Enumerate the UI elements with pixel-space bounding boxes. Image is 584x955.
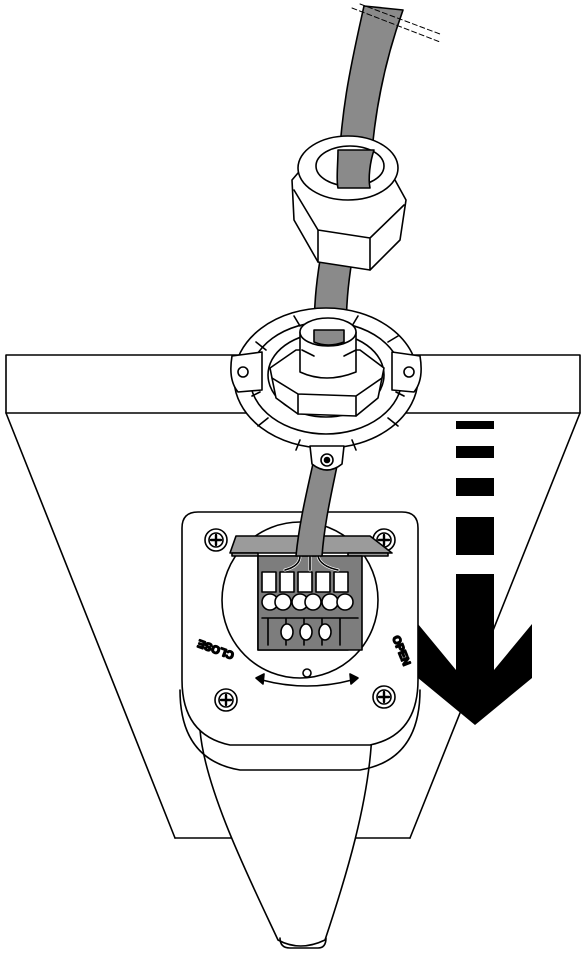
terminal-block-icon [229, 535, 393, 651]
screw-icon [214, 688, 238, 712]
housing-cone [5, 412, 581, 839]
screw-icon [372, 685, 396, 709]
housing-tip [199, 729, 373, 947]
screw-icon [204, 528, 228, 552]
cable-icon [295, 3, 441, 557]
rotation-arc [261, 679, 353, 687]
cable-gland-nut-icon [291, 135, 407, 271]
rotation-marker [302, 668, 312, 678]
cable-gland-fitting [269, 317, 385, 417]
down-arrow-icon [418, 421, 532, 725]
